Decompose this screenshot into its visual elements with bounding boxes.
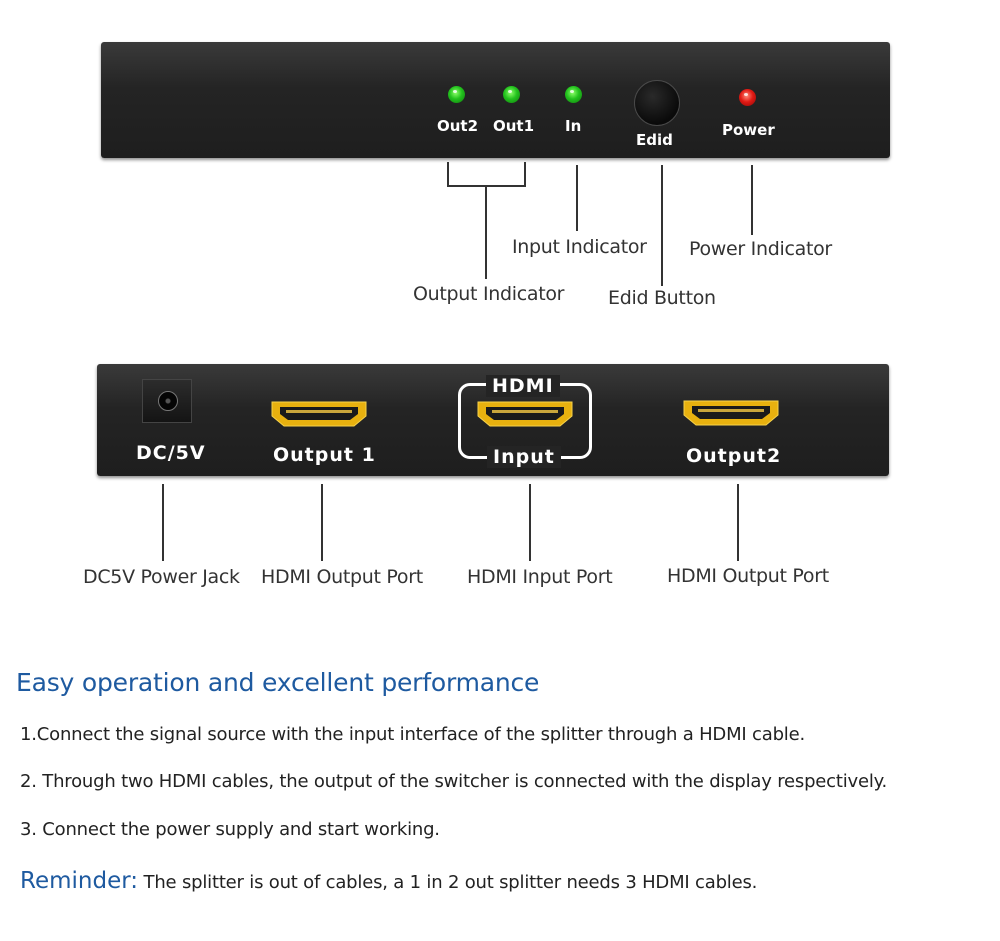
output-indicator-caption: Output Indicator [413, 283, 565, 305]
out1-led-icon [503, 86, 520, 103]
out1-label: Out1 [493, 117, 535, 135]
power-indicator-line [751, 165, 753, 235]
hdmi-output1-port-icon [271, 401, 367, 427]
output1-label: Output 1 [273, 444, 376, 466]
hdmi-output2-line [737, 484, 739, 561]
out2-label: Out2 [437, 117, 479, 135]
dc-jack-line [162, 484, 164, 561]
hdmi-input-port-icon [477, 401, 573, 427]
in-label: In [565, 117, 582, 135]
power-label: Power [722, 121, 775, 139]
reminder: Reminder: The splitter is out of cables,… [20, 868, 757, 894]
hdmi-input-line [529, 484, 531, 561]
input-indicator-caption: Input Indicator [512, 236, 647, 258]
step-1: 1.Connect the signal source with the inp… [20, 724, 805, 745]
output-indicator-line [485, 185, 487, 279]
edid-button[interactable] [634, 80, 680, 126]
reminder-label: Reminder: [20, 868, 139, 894]
output2-label: Output2 [686, 445, 782, 467]
front-panel [101, 42, 890, 158]
hdmi-output-port-caption-1: HDMI Output Port [261, 566, 423, 588]
dc-jack-hole-icon [158, 391, 178, 411]
dc-jack-icon [142, 379, 192, 423]
output-bracket-right [524, 162, 526, 186]
edid-button-line [661, 165, 663, 286]
edid-button-caption: Edid Button [608, 287, 716, 309]
input-label: Input [487, 446, 561, 468]
in-led-icon [565, 86, 582, 103]
hdmi-input-port-caption: HDMI Input Port [467, 566, 613, 588]
power-indicator-caption: Power Indicator [689, 238, 832, 260]
hdmi-logo: HDMI [486, 375, 560, 397]
hdmi-output-port-caption-2: HDMI Output Port [667, 565, 829, 587]
hdmi-output1-line [321, 484, 323, 561]
reminder-text: The splitter is out of cables, a 1 in 2 … [138, 872, 758, 893]
step-3: 3. Connect the power supply and start wo… [20, 819, 440, 840]
dc-label: DC/5V [136, 442, 206, 464]
out2-led-icon [448, 86, 465, 103]
section-heading: Easy operation and excellent performance [16, 668, 540, 697]
edid-label: Edid [636, 131, 673, 149]
output-bracket-left [447, 162, 449, 186]
input-indicator-line [576, 165, 578, 231]
dc-power-jack-caption: DC5V Power Jack [83, 566, 240, 588]
power-led-icon [739, 89, 756, 106]
step-2: 2. Through two HDMI cables, the output o… [20, 771, 888, 792]
hdmi-output2-port-icon [683, 400, 779, 426]
